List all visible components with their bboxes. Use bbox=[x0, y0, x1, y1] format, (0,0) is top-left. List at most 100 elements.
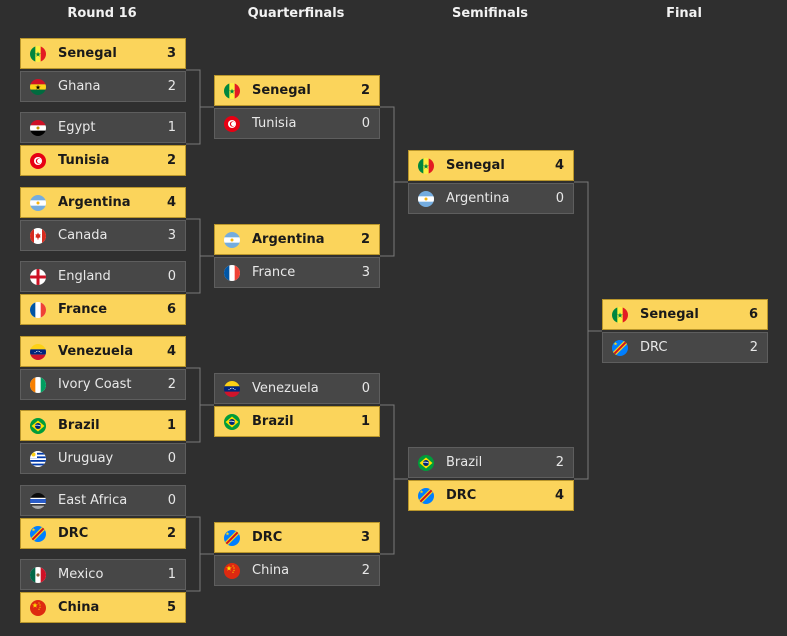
team-score: 6 bbox=[748, 307, 758, 322]
team-name: Tunisia bbox=[58, 153, 110, 168]
team-name: DRC bbox=[446, 488, 477, 503]
header-final: Final bbox=[666, 6, 702, 21]
england-flag-icon bbox=[30, 269, 46, 285]
team-row[interactable]: Ghana 2 bbox=[20, 71, 186, 102]
team-row[interactable]: Senegal 3 bbox=[20, 38, 186, 69]
team-score: 2 bbox=[360, 83, 370, 98]
team-name: Venezuela bbox=[252, 381, 319, 396]
ghana-flag-icon bbox=[30, 79, 46, 95]
team-score: 2 bbox=[167, 79, 176, 94]
team-score: 4 bbox=[554, 158, 564, 173]
team-row[interactable]: Venezuela 4 bbox=[20, 336, 186, 367]
mexico-flag-icon bbox=[30, 567, 46, 583]
team-name: DRC bbox=[58, 526, 89, 541]
china-flag-icon bbox=[30, 600, 46, 616]
header-round-16: Round 16 bbox=[67, 6, 137, 21]
team-name: Senegal bbox=[58, 46, 117, 61]
team-name: DRC bbox=[252, 530, 283, 545]
france-flag-icon bbox=[30, 302, 46, 318]
team-row[interactable]: DRC 3 bbox=[214, 522, 380, 553]
senegal-flag-icon bbox=[418, 158, 434, 174]
tunisia-flag-icon bbox=[30, 153, 46, 169]
team-row[interactable]: DRC 2 bbox=[602, 332, 768, 363]
argentina-flag-icon bbox=[418, 191, 434, 207]
connector-line bbox=[186, 367, 201, 443]
team-row[interactable]: Senegal 4 bbox=[408, 150, 574, 181]
team-name: Canada bbox=[58, 228, 108, 243]
header-semifinals: Semifinals bbox=[451, 6, 529, 21]
header-quarterfinals: Quarterfinals bbox=[247, 6, 345, 21]
team-name: Venezuela bbox=[58, 344, 134, 359]
team-score: 3 bbox=[166, 46, 176, 61]
team-score: 2 bbox=[555, 455, 564, 470]
team-name: DRC bbox=[640, 340, 668, 355]
team-score: 4 bbox=[166, 344, 176, 359]
connector-line bbox=[186, 516, 201, 592]
team-score: 1 bbox=[167, 120, 176, 135]
team-row[interactable]: Uruguay 0 bbox=[20, 443, 186, 474]
venezuela-flag-icon bbox=[224, 381, 240, 397]
team-score: 2 bbox=[360, 232, 370, 247]
team-name: Argentina bbox=[252, 232, 325, 247]
drc-flag-icon bbox=[612, 340, 628, 356]
team-score: 2 bbox=[361, 563, 370, 578]
team-score: 2 bbox=[749, 340, 758, 355]
connector-line bbox=[186, 69, 201, 145]
team-score: 3 bbox=[360, 530, 370, 545]
ivory-coast-flag-icon bbox=[30, 377, 46, 393]
brazil-flag-icon bbox=[418, 455, 434, 471]
team-score: 5 bbox=[166, 600, 176, 615]
team-score: 1 bbox=[166, 418, 176, 433]
team-row[interactable]: Senegal 2 bbox=[214, 75, 380, 106]
team-name: Uruguay bbox=[58, 451, 114, 466]
team-score: 2 bbox=[166, 526, 176, 541]
france-flag-icon bbox=[224, 265, 240, 281]
drc-flag-icon bbox=[224, 530, 240, 546]
team-name: Ghana bbox=[58, 79, 101, 94]
team-row[interactable]: Argentina 2 bbox=[214, 224, 380, 255]
team-name: England bbox=[58, 269, 111, 284]
team-score: 0 bbox=[167, 451, 176, 466]
team-name: Senegal bbox=[252, 83, 311, 98]
team-row[interactable]: DRC 2 bbox=[20, 518, 186, 549]
team-name: Senegal bbox=[446, 158, 505, 173]
team-score: 0 bbox=[167, 493, 176, 508]
senegal-flag-icon bbox=[224, 83, 240, 99]
